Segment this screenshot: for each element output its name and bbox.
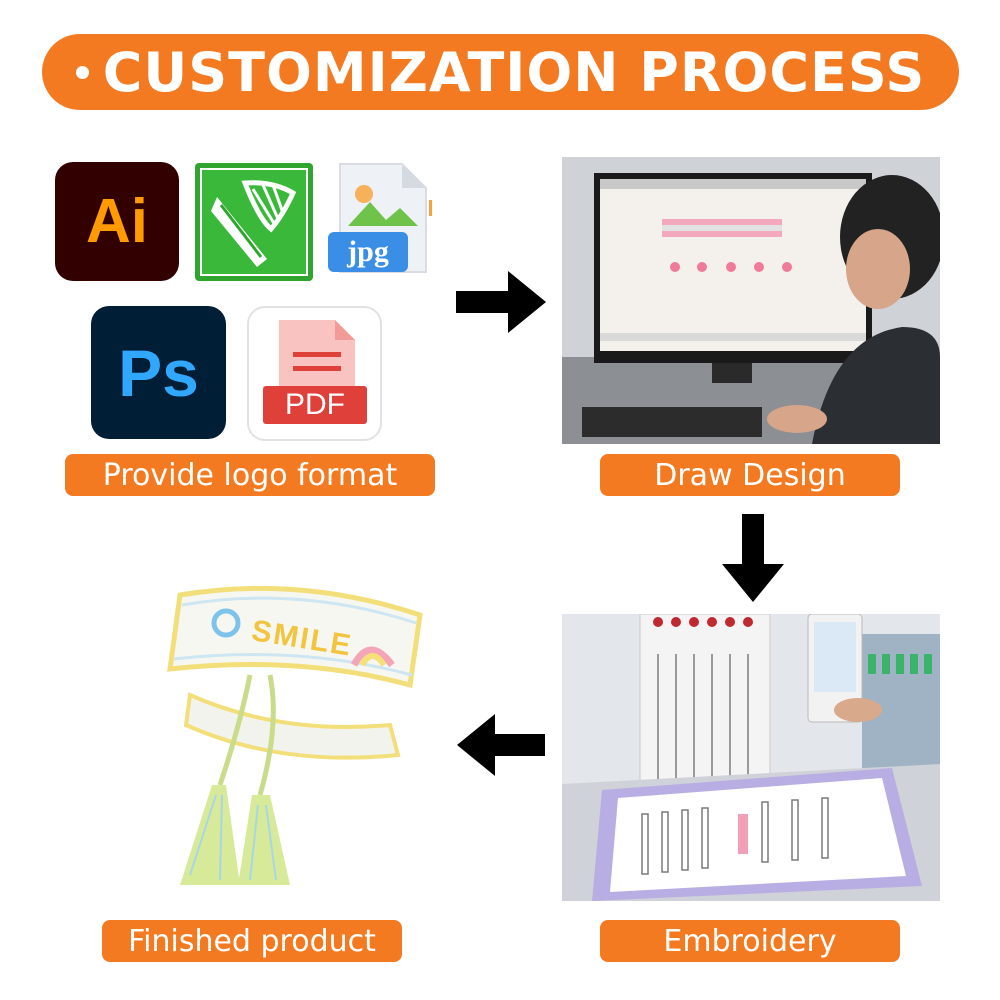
step-label-finished-product: Finished product — [102, 920, 402, 962]
step-label-embroidery: Embroidery — [600, 920, 900, 962]
ai-text: Ai — [86, 187, 148, 256]
embroidery-machine-photo — [562, 614, 940, 901]
adobe-illustrator-icon: Ai — [55, 162, 179, 281]
bullet-dot — [75, 65, 89, 79]
draw-design-photo — [562, 157, 940, 444]
arrow-down-icon — [722, 514, 784, 602]
jpg-file-icon: jpg — [326, 160, 436, 280]
jpg-text: jpg — [347, 235, 389, 268]
adobe-photoshop-icon: Ps — [91, 306, 226, 439]
page-title-banner: CUSTOMIZATION PROCESS — [42, 34, 959, 110]
finished-bracelet-image: SMILE — [130, 575, 440, 905]
pdf-text: PDF — [285, 388, 345, 421]
ps-text: Ps — [118, 335, 199, 410]
page-title: CUSTOMIZATION PROCESS — [102, 40, 926, 104]
step-label-provide-logo: Provide logo format — [65, 454, 435, 496]
coreldraw-icon — [195, 163, 313, 281]
arrow-right-icon — [456, 271, 546, 333]
arrow-left-icon — [457, 714, 545, 776]
pdf-file-icon: PDF — [247, 306, 382, 441]
step-label-draw-design: Draw Design — [600, 454, 900, 496]
